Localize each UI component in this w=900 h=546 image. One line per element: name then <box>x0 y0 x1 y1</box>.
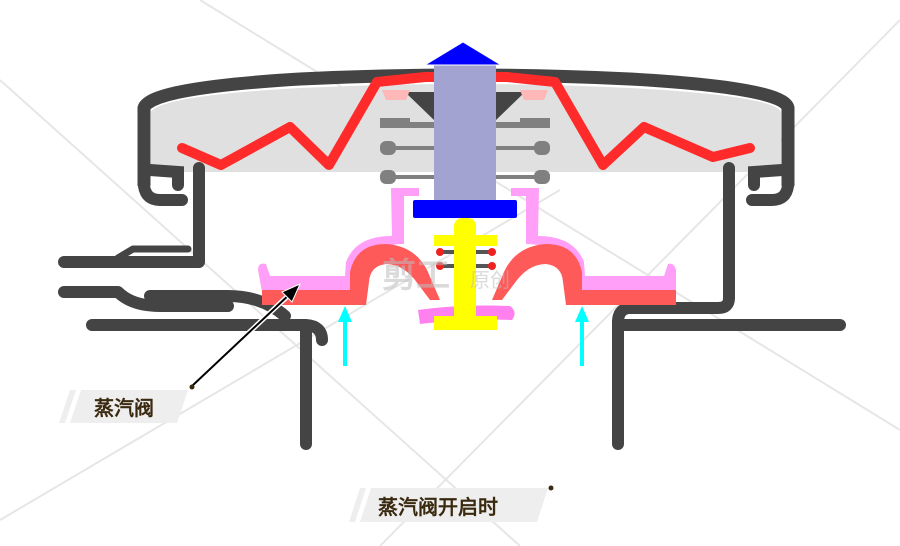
vacuum-valve <box>434 218 497 330</box>
pointer-arrow-icon <box>189 283 301 390</box>
watermark-main: 剪工 <box>382 256 450 296</box>
lower-spring-coils <box>380 118 550 184</box>
spring-seat <box>405 92 525 120</box>
diaphragm-outer-right <box>511 188 676 292</box>
label-steam-valve-open-text: 蒸汽阀开启时 <box>378 495 498 519</box>
diaphragm-outer-left <box>258 188 419 292</box>
label-steam-valve-open: 蒸汽阀开启时 <box>349 485 554 522</box>
vacuum-spring <box>436 248 496 270</box>
label-steam-valve-text: 蒸汽阀 <box>94 396 154 420</box>
label-steam-valve: 蒸汽阀 <box>59 390 188 423</box>
pressure-arrow-icons <box>338 306 589 366</box>
watermark-sub: 原创 <box>470 268 510 292</box>
valve-stem <box>434 65 496 201</box>
diaphragm-inner-left <box>262 244 440 305</box>
cap-hook-left <box>138 164 188 206</box>
cap-hook-right <box>746 164 794 206</box>
steam-flow-arrow-icon <box>423 41 503 66</box>
diaphragm-inner-right <box>492 244 676 305</box>
seal-patch-left <box>382 90 410 100</box>
pressure-plate <box>413 200 517 218</box>
seal-patch-right <box>520 90 548 100</box>
filler-neck <box>58 162 846 450</box>
